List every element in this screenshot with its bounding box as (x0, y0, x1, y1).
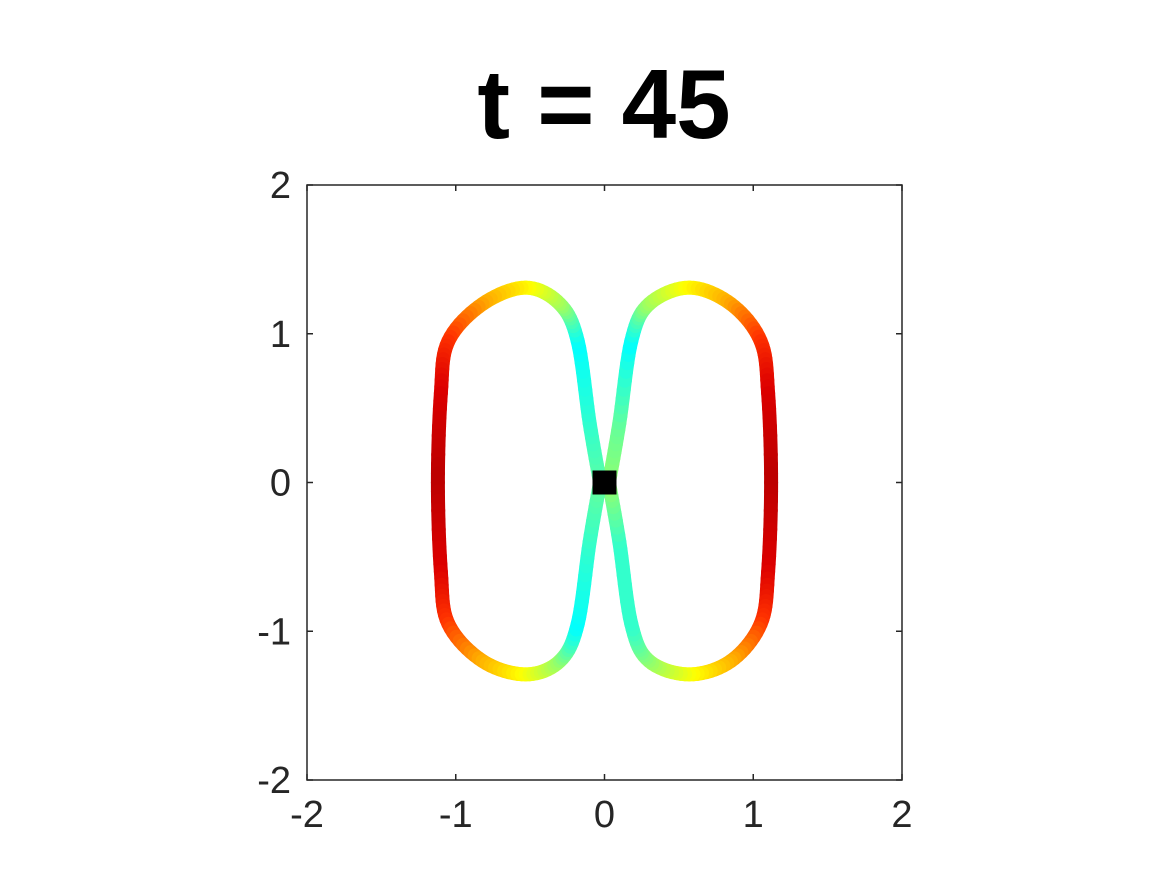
curve-right-lobe (601, 280, 779, 682)
curve-left-lobe (430, 280, 608, 682)
x-tick-label: 2 (891, 794, 912, 836)
x-tick-label: 0 (594, 794, 615, 836)
ticks-layer: -2 -1 0 1 2 -2 -1 0 1 2 (257, 165, 912, 836)
y-tick-label: 1 (270, 314, 291, 356)
y-tick-label: -2 (257, 760, 291, 802)
y-tick-label: 2 (270, 165, 291, 207)
curves-layer (430, 280, 779, 682)
x-tick-label: -2 (290, 794, 324, 836)
markers-layer (592, 470, 617, 495)
y-tick-label: -1 (257, 611, 291, 653)
center-square-marker (592, 470, 617, 495)
x-tick-label: 1 (743, 794, 764, 836)
y-tick-label: 0 (270, 463, 291, 505)
x-tick-label: -1 (439, 794, 473, 836)
chart-title: t = 45 (477, 49, 730, 159)
